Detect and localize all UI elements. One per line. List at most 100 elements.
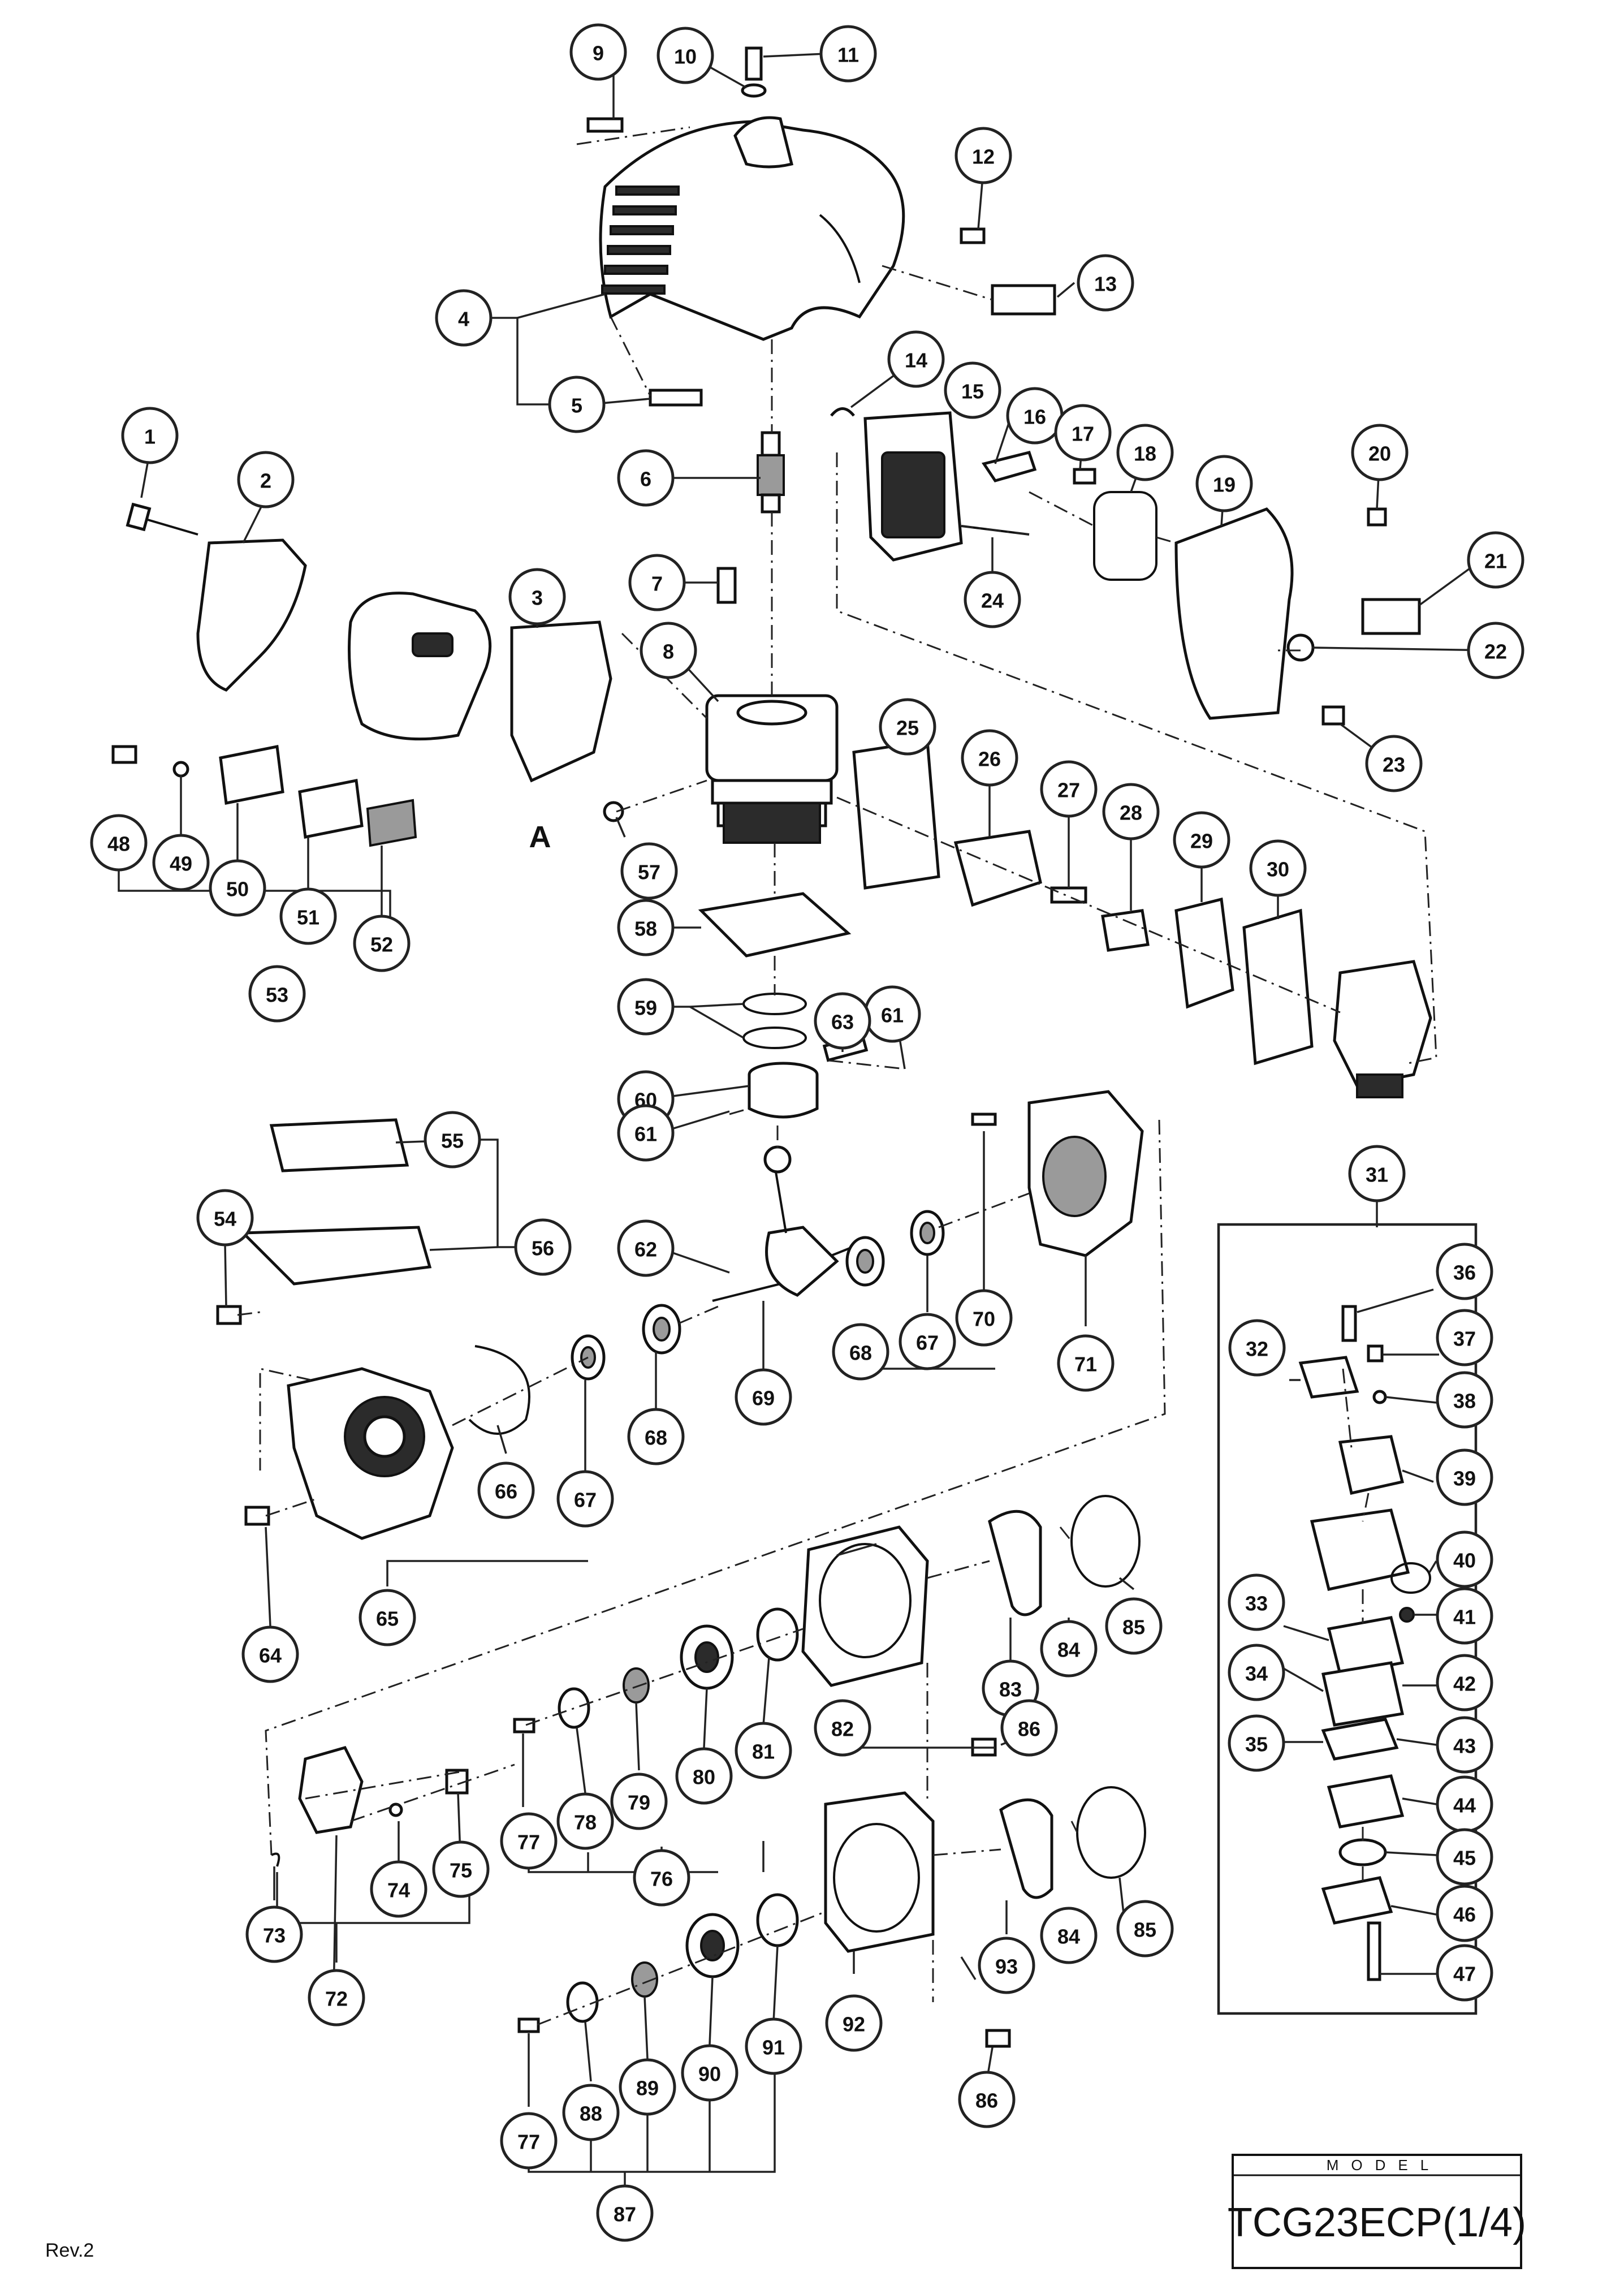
callout-5: 5 bbox=[548, 376, 606, 433]
label-21 bbox=[1361, 598, 1421, 635]
callout-circle bbox=[359, 1589, 416, 1646]
callout-46: 46 bbox=[1436, 1885, 1493, 1942]
callout-circle bbox=[944, 361, 1001, 419]
piston bbox=[748, 1062, 819, 1119]
label-9 bbox=[586, 117, 624, 133]
callout-74: 74 bbox=[370, 1860, 427, 1918]
callout-circle bbox=[596, 2184, 654, 2242]
callout-circle bbox=[735, 1722, 792, 1779]
callout-circle bbox=[1228, 1644, 1285, 1701]
callout-86: 86 bbox=[958, 2071, 1016, 2128]
callout-45: 45 bbox=[1436, 1828, 1493, 1886]
callout-number: 2 bbox=[260, 469, 271, 493]
callout-78: 78 bbox=[556, 1792, 614, 1850]
callout-30: 30 bbox=[1249, 839, 1307, 897]
throttle-lever bbox=[1338, 1435, 1405, 1495]
callout-number: 22 bbox=[1484, 640, 1507, 663]
callout-circle bbox=[569, 23, 627, 81]
callout-circle bbox=[435, 289, 493, 347]
callout-circle bbox=[1467, 531, 1524, 589]
callout-91: 91 bbox=[745, 2017, 802, 2075]
assembly-lines bbox=[237, 126, 1437, 2026]
callout-19: 19 bbox=[1195, 455, 1253, 512]
callout-number: 74 bbox=[387, 1879, 410, 1902]
callout-circle bbox=[1105, 1597, 1163, 1655]
callout-number: 21 bbox=[1484, 550, 1507, 573]
crankshaft bbox=[712, 1145, 860, 1302]
callout-number: 3 bbox=[532, 587, 543, 610]
part-78 bbox=[558, 1687, 590, 1729]
callout-35: 35 bbox=[1228, 1714, 1285, 1772]
callout-circle bbox=[90, 814, 148, 872]
callout-58: 58 bbox=[617, 899, 675, 956]
callout-circle bbox=[1054, 404, 1112, 462]
knob-22 bbox=[1286, 633, 1315, 662]
callout-circle bbox=[1102, 783, 1160, 840]
cover-56 bbox=[240, 1226, 432, 1286]
callout-circle bbox=[548, 376, 606, 433]
callout-number: 50 bbox=[226, 878, 249, 901]
callout-number: 70 bbox=[973, 1308, 995, 1331]
callout-63: 63 bbox=[814, 992, 871, 1050]
cylinder bbox=[705, 694, 839, 844]
part-38 bbox=[1372, 1390, 1387, 1404]
callout-22: 22 bbox=[1467, 622, 1524, 679]
callout-number: 67 bbox=[574, 1489, 597, 1512]
callout-circle bbox=[1249, 839, 1307, 897]
gasket-55 bbox=[269, 1118, 409, 1172]
callout-number: 64 bbox=[259, 1644, 282, 1667]
label-23 bbox=[1321, 705, 1345, 726]
callout-23: 23 bbox=[1365, 735, 1423, 792]
callout-number: 37 bbox=[1453, 1327, 1476, 1351]
bearings bbox=[571, 1210, 945, 1381]
callout-1: 1 bbox=[121, 407, 179, 464]
callout-circle bbox=[209, 859, 266, 917]
callout-number: 89 bbox=[636, 2077, 659, 2100]
gasket-29 bbox=[1174, 897, 1234, 1009]
bolt-64 bbox=[244, 1506, 270, 1526]
cover-44 bbox=[1327, 1774, 1405, 1829]
callout-circle bbox=[633, 1849, 690, 1907]
callout-circle bbox=[245, 1905, 303, 1963]
callout-25: 25 bbox=[879, 698, 936, 756]
callout-number: 84 bbox=[1057, 1638, 1080, 1662]
callout-circle bbox=[617, 1219, 675, 1277]
starter-housing-92 bbox=[824, 1791, 935, 1953]
callout-circle bbox=[814, 992, 871, 1050]
callout-number: 53 bbox=[266, 984, 288, 1007]
callout-circle bbox=[1365, 735, 1423, 792]
callout-circle bbox=[735, 1368, 792, 1426]
callout-28: 28 bbox=[1102, 783, 1160, 840]
callout-number: 63 bbox=[831, 1011, 854, 1034]
callout-circle bbox=[825, 1994, 883, 2052]
callout-number: 49 bbox=[170, 852, 192, 876]
callout-number: 31 bbox=[1366, 1163, 1388, 1187]
callout-circle bbox=[1000, 1699, 1058, 1757]
callout-circle bbox=[887, 330, 945, 388]
callout-number: 61 bbox=[881, 1004, 904, 1027]
pin-70 bbox=[971, 1112, 997, 1126]
callout-number: 36 bbox=[1453, 1261, 1476, 1284]
spring-91 bbox=[756, 1893, 799, 1947]
callout-circle bbox=[424, 1111, 481, 1168]
callout-7: 7 bbox=[628, 554, 686, 611]
cover-46 bbox=[1321, 1876, 1393, 1925]
callout-circle bbox=[1195, 455, 1253, 512]
callout-number: 76 bbox=[650, 1868, 673, 1891]
callout-number: 42 bbox=[1453, 1672, 1476, 1696]
callout-50: 50 bbox=[209, 859, 266, 917]
callout-circle bbox=[640, 622, 697, 679]
filter-18 bbox=[1093, 491, 1157, 581]
callout-circle bbox=[620, 842, 678, 900]
callout-number: 69 bbox=[752, 1387, 775, 1410]
seal-40 bbox=[1390, 1562, 1431, 1594]
callout-number: 92 bbox=[843, 2013, 865, 2036]
callout-number: 41 bbox=[1453, 1606, 1476, 1629]
callout-68: 68 bbox=[832, 1323, 889, 1381]
callout-14: 14 bbox=[887, 330, 945, 388]
carb-body bbox=[1310, 1508, 1410, 1591]
callout-number: 78 bbox=[574, 1811, 597, 1834]
callout-84: 84 bbox=[1040, 1620, 1098, 1678]
callout-number: 4 bbox=[458, 308, 469, 331]
